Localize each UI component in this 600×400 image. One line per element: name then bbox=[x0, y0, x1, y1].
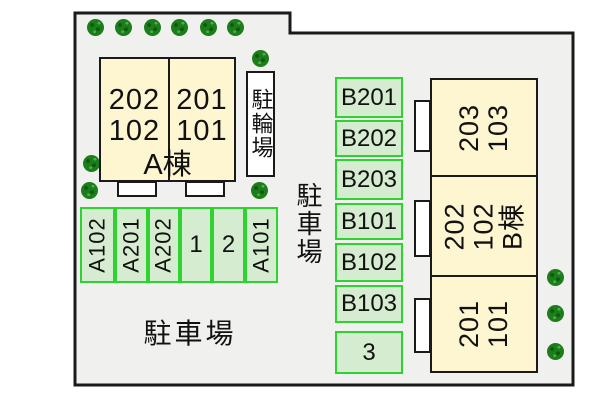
unit-number: 201 bbox=[176, 84, 228, 116]
unit-number: 101 bbox=[483, 299, 513, 349]
tree-icon bbox=[83, 155, 100, 172]
parking-space-b102: B102 bbox=[335, 243, 403, 282]
building-a: 202 102 201 101 A棟 bbox=[99, 57, 236, 182]
parking-lot-label-side: 駐車場 bbox=[293, 182, 323, 266]
parking-space-a202: A202 bbox=[148, 207, 180, 283]
tree-icon bbox=[144, 19, 161, 36]
building-b-unit-bottom: 201 101 bbox=[432, 275, 536, 371]
building-b: 203 103 202 102 B棟 201 101 bbox=[430, 78, 538, 373]
parking-space-a101: A101 bbox=[245, 207, 278, 283]
building-a-unit-left: 202 102 bbox=[101, 59, 170, 180]
bike-parking-label: 駐輪場 bbox=[248, 88, 274, 160]
parking-space-a102: A102 bbox=[80, 207, 115, 283]
tree-icon bbox=[200, 19, 217, 36]
entrance-porch bbox=[414, 100, 431, 152]
building-b-unit-top: 203 103 bbox=[432, 80, 536, 175]
tree-icon bbox=[251, 182, 268, 199]
building-a-label: A棟 bbox=[143, 149, 192, 181]
tree-icon bbox=[81, 182, 98, 199]
tree-icon bbox=[87, 19, 104, 36]
unit-number: 103 bbox=[483, 103, 513, 152]
building-b-unit-middle: 202 102 B棟 bbox=[432, 175, 536, 275]
bike-parking-box: 駐輪場 bbox=[246, 71, 275, 177]
building-b-label: B棟 bbox=[497, 202, 528, 250]
unit-number: 102 bbox=[108, 115, 161, 147]
parking-space-a201: A201 bbox=[115, 207, 148, 283]
parking-space-b203: B203 bbox=[335, 159, 403, 200]
tree-icon bbox=[547, 343, 564, 360]
unit-number: 202 bbox=[439, 201, 470, 251]
unit-number: 202 bbox=[108, 84, 161, 116]
building-a-unit-right: 201 101 bbox=[170, 59, 234, 180]
tree-icon bbox=[547, 269, 564, 286]
parking-lot-label-bottom: 駐車場 bbox=[143, 318, 237, 349]
parking-space-3: 3 bbox=[335, 331, 403, 374]
unit-number: 101 bbox=[176, 115, 228, 147]
tree-icon bbox=[171, 19, 188, 36]
parking-space-b103: B103 bbox=[335, 285, 403, 323]
parking-space-2: 2 bbox=[212, 207, 245, 283]
parking-space-b201: B201 bbox=[335, 77, 403, 118]
entrance-porch bbox=[117, 181, 157, 197]
parking-space-b202: B202 bbox=[335, 120, 403, 157]
entrance-porch bbox=[185, 181, 225, 197]
tree-icon bbox=[252, 50, 269, 67]
parking-space-b101: B101 bbox=[335, 203, 403, 240]
entrance-porch bbox=[414, 200, 431, 257]
unit-number: 102 bbox=[468, 201, 499, 251]
unit-number: 201 bbox=[454, 299, 484, 349]
parking-space-1: 1 bbox=[180, 207, 212, 283]
tree-icon bbox=[115, 19, 132, 36]
entrance-porch bbox=[414, 298, 431, 353]
tree-icon bbox=[227, 19, 244, 36]
unit-number: 203 bbox=[454, 103, 484, 152]
tree-icon bbox=[547, 305, 564, 322]
